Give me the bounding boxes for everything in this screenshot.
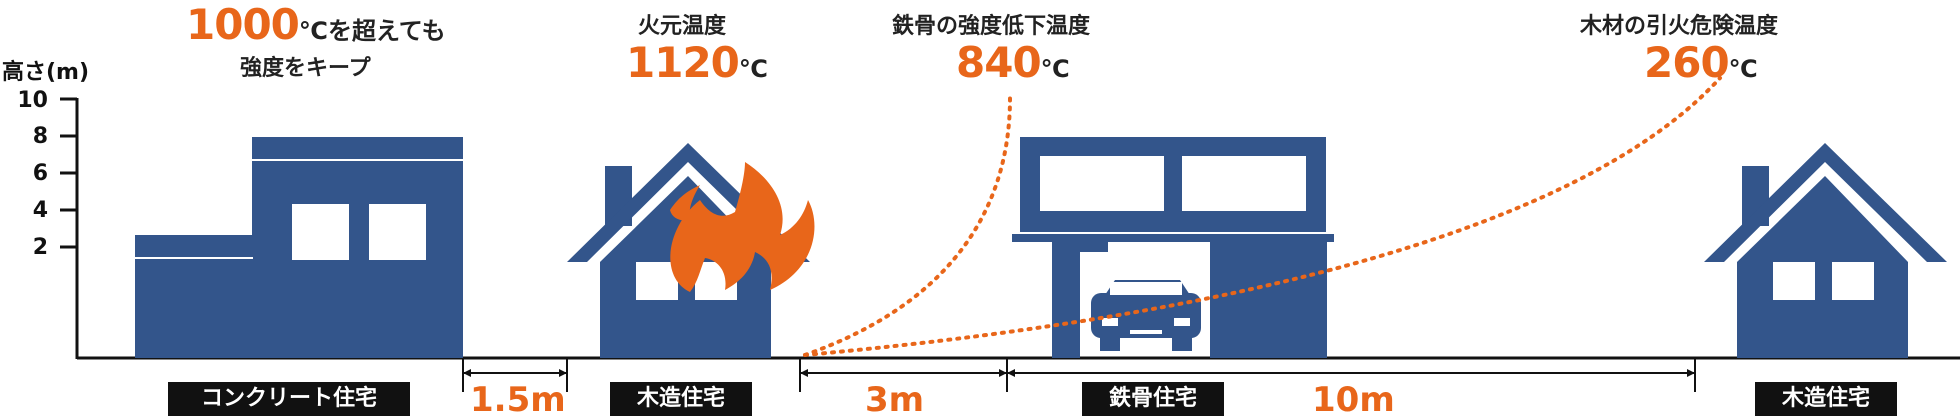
label-concrete-house: コンクリート住宅 <box>168 382 410 416</box>
y-tick-6: 6 <box>32 161 48 186</box>
concrete-annotation-line2: 強度をキープ <box>240 56 371 81</box>
flame-icon <box>670 162 815 292</box>
wood-temp-unit: ℃ <box>1728 55 1758 83</box>
label-wood-house-fire: 木造住宅 <box>610 382 752 416</box>
concrete-annotation-line1: 1000℃を超えても <box>186 0 446 49</box>
distance-10m: 10m <box>1312 380 1395 420</box>
concrete-house <box>135 137 463 358</box>
fire-temp-unit: ℃ <box>738 55 768 83</box>
wood-house-right <box>1704 143 1947 358</box>
fire-temp-value: 1120 <box>626 38 740 87</box>
fire-temp: 1120℃ <box>626 38 768 87</box>
y-axis <box>60 97 79 359</box>
steel-house <box>1012 137 1334 358</box>
y-axis-label: 高さ(m) <box>2 60 90 85</box>
distance-markers <box>462 358 1696 392</box>
label-wood-house-right: 木造住宅 <box>1755 382 1897 416</box>
steel-heat-curve <box>803 96 1012 357</box>
fire-temp-title: 火元温度 <box>638 14 727 39</box>
y-tick-4: 4 <box>32 198 48 223</box>
distance-1-5m: 1.5m <box>470 380 566 420</box>
concrete-temp-value: 1000 <box>186 0 300 49</box>
wood-temp-value: 260 <box>1644 38 1730 87</box>
y-tick-2: 2 <box>32 235 48 260</box>
y-tick-10: 10 <box>17 88 48 113</box>
steel-temp-title: 鉄骨の強度低下温度 <box>892 14 1091 39</box>
concrete-temp-unit: ℃を超えても <box>298 17 446 45</box>
steel-temp: 840℃ <box>956 38 1070 87</box>
steel-temp-value: 840 <box>956 38 1042 87</box>
y-tick-8: 8 <box>32 124 48 149</box>
wood-temp-title: 木材の引火危険温度 <box>1580 14 1779 39</box>
steel-temp-unit: ℃ <box>1040 55 1070 83</box>
distance-3m: 3m <box>865 380 925 420</box>
wood-temp: 260℃ <box>1644 38 1758 87</box>
wood-heat-curve <box>803 76 1722 357</box>
label-steel-house: 鉄骨住宅 <box>1082 382 1224 416</box>
